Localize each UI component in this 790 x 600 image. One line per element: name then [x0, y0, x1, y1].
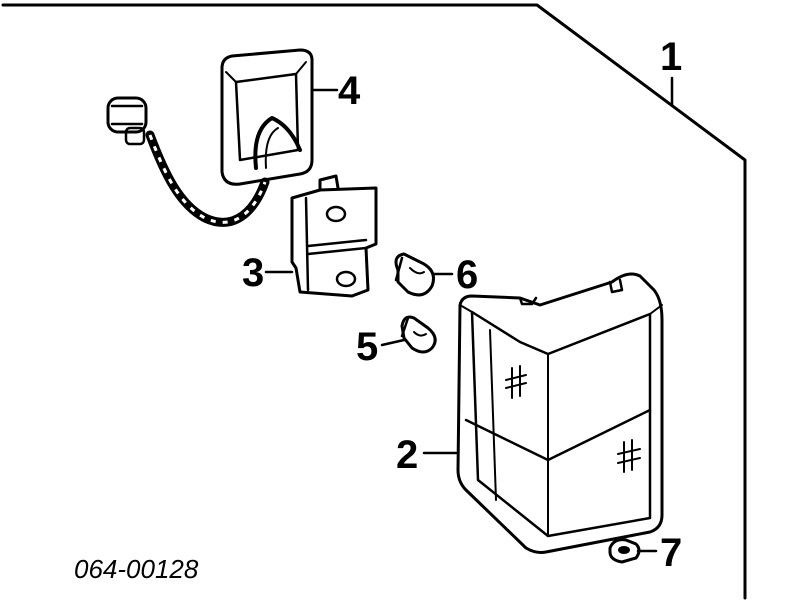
- assembly-outline: [1, 3, 747, 600]
- wire-harness: [145, 130, 270, 227]
- harness-connector: [106, 96, 148, 146]
- callout-6: 6: [456, 253, 478, 297]
- lens-hatch-lower: [617, 439, 641, 473]
- bulb-socket-part: [290, 174, 378, 298]
- socket-housing-part: [220, 48, 314, 186]
- callout-3: 3: [242, 251, 264, 295]
- callout-2: 2: [396, 433, 418, 477]
- part-number: 064-00128: [74, 554, 199, 584]
- callout-5: 5: [356, 325, 378, 369]
- clip-nut-part: [608, 538, 641, 564]
- callout-1: 1: [660, 35, 682, 79]
- lens-hatch-upper: [505, 365, 527, 399]
- callout-7: 7: [660, 531, 682, 575]
- bulb-large-part: [394, 252, 435, 297]
- bulb-small-part: [400, 315, 437, 354]
- leader-5: [380, 338, 406, 347]
- lens-assembly-part: [456, 272, 664, 554]
- callout-4: 4: [338, 69, 361, 113]
